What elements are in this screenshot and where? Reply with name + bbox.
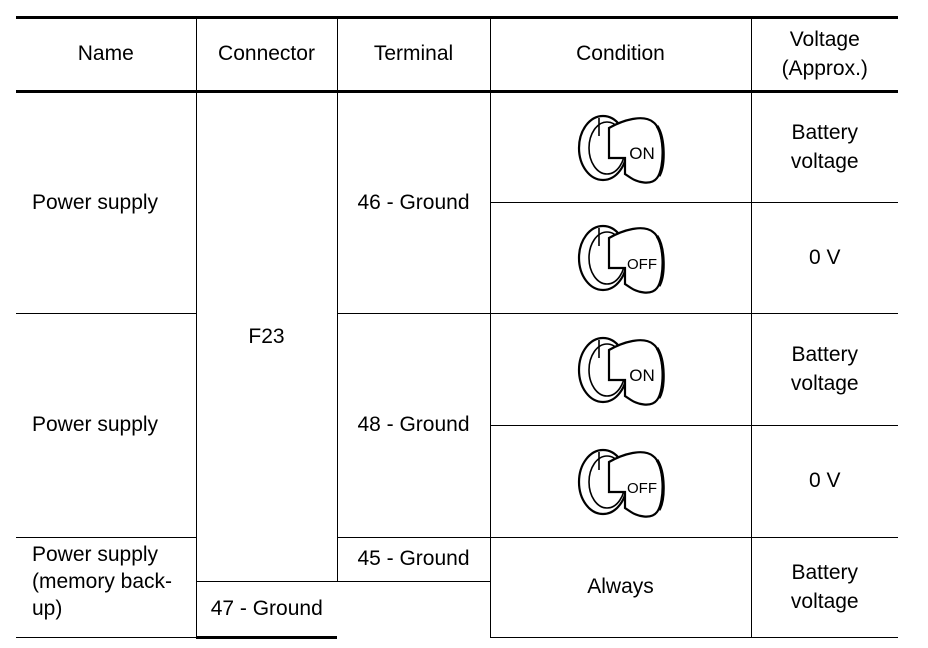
row2-condition-off: OFF [490, 425, 752, 538]
table-row: OFF 0 V [16, 202, 898, 314]
row1-condition-off: OFF [490, 202, 752, 314]
row2-voltage-on: Battery voltage [750, 313, 898, 426]
row1-terminal: 46 - Ground [336, 91, 491, 314]
header-condition: Condition [489, 16, 752, 93]
row1-condition-on: ON [489, 91, 752, 203]
row3-name: Power supply (memory back- up) [16, 537, 197, 638]
ignition-key-off-icon: OFF [491, 212, 751, 304]
key-state-label: OFF [627, 256, 657, 273]
key-state-label: ON [629, 366, 655, 385]
key-state-label: ON [629, 144, 655, 163]
row1-name: Power supply [16, 91, 197, 314]
ignition-key-on-icon: ON [491, 102, 751, 194]
row1-voltage-on: Battery voltage [750, 91, 898, 203]
row2-terminal: 48 - Ground [336, 313, 491, 538]
table-row: Power supply F23 46 - Ground ON Battery … [16, 91, 898, 582]
row2-voltage-off: 0 V [750, 425, 898, 538]
header-voltage: Voltage (Approx.) [750, 16, 898, 93]
row3-terminal-a: 45 - Ground [336, 537, 491, 582]
row1-voltage-off: 0 V [750, 202, 898, 314]
table-row: OFF 0 V [16, 425, 898, 538]
header-name: Name [16, 16, 197, 93]
table-header-row: Name Connector Terminal Condition Voltag… [16, 16, 898, 93]
table-row: Power supply 48 - Ground ON Battery volt… [16, 313, 898, 538]
row3-condition: Always [489, 537, 752, 638]
table-row: 47 - Ground [16, 581, 898, 639]
terminal-voltage-table: Name Connector Terminal Condition Voltag… [16, 16, 898, 639]
row2-condition-on: ON [489, 313, 752, 426]
header-terminal: Terminal [336, 16, 491, 93]
row2-name: Power supply [16, 313, 197, 538]
row3-voltage: Battery voltage [750, 537, 898, 638]
connector-cell: F23 [195, 91, 338, 582]
ignition-key-off-icon: OFF [491, 436, 751, 528]
ignition-key-on-icon: ON [491, 324, 751, 416]
table-row: Power supply (memory back- up) 45 - Grou… [16, 537, 898, 638]
header-connector: Connector [195, 16, 338, 93]
key-state-label: OFF [627, 480, 657, 497]
row3-terminal-b: 47 - Ground [196, 581, 337, 639]
